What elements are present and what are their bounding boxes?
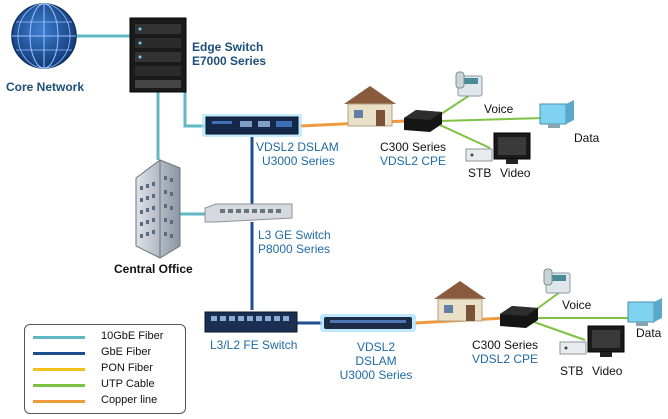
dslam-top-label-2: U3000 Series <box>262 154 335 168</box>
legend-item: PON Fiber <box>25 361 185 377</box>
legend: 10GbE Fiber GbE Fiber PON Fiber UTP Cabl… <box>24 324 186 414</box>
central-office-label: Central Office <box>114 262 193 276</box>
cpe-bottom-label-2: VDSL2 CPE <box>472 352 539 366</box>
edge-switch-label-2: E7000 Series <box>192 54 267 68</box>
legend-swatch <box>33 384 85 387</box>
stb-bottom-label: STB <box>560 364 584 378</box>
globe-icon <box>11 3 77 69</box>
stb-bottom-icon <box>559 341 587 355</box>
data-top-label: Data <box>574 131 600 145</box>
phone-top-icon <box>455 71 483 97</box>
dslam-bottom-label-3: U3000 Series <box>339 368 413 382</box>
dslam-bottom-icon <box>320 314 416 332</box>
core-network-label: Core Network <box>6 80 85 94</box>
pc-bottom-icon <box>627 298 662 326</box>
legend-item: Copper line <box>25 393 185 409</box>
legend-swatch <box>33 336 85 339</box>
edge-switch-icon <box>129 17 187 93</box>
utp-top-data <box>439 117 546 122</box>
edge-switch-label-1: Edge Switch <box>192 40 264 54</box>
legend-label: PON Fiber <box>101 362 153 374</box>
tv-top-icon <box>493 132 531 164</box>
legend-item: 10GbE Fiber <box>25 329 185 345</box>
video-bottom-label: Video <box>592 364 623 378</box>
dslam-bottom-label-1: VDSL2 <box>356 340 396 354</box>
voice-bottom-label: Voice <box>562 298 592 312</box>
legend-label: 10GbE Fiber <box>101 330 164 342</box>
tv-bottom-icon <box>587 325 625 357</box>
utp-bot-stb <box>533 321 586 341</box>
building-icon <box>135 159 181 259</box>
dslam-top-icon <box>202 114 302 137</box>
cpe-bottom-icon <box>500 306 538 328</box>
l3-switch-icon <box>204 203 293 223</box>
video-top-label: Video <box>500 166 531 180</box>
l3-switch-label-2: P8000 Series <box>258 242 331 256</box>
dslam-top-label-1: VDSL2 DSLAM <box>256 140 339 154</box>
link-edge-dslam <box>183 92 205 128</box>
legend-label: UTP Cable <box>101 378 155 390</box>
phone-bottom-icon <box>543 268 571 294</box>
legend-swatch <box>33 352 85 355</box>
l3l2-switch-label: L3/L2 FE Switch <box>210 338 298 352</box>
legend-item: UTP Cable <box>25 377 185 393</box>
cpe-top-label-2: VDSL2 CPE <box>380 154 447 168</box>
house-bottom-icon <box>434 281 486 322</box>
data-bottom-label: Data <box>636 326 662 340</box>
legend-swatch <box>33 400 85 403</box>
legend-swatch <box>33 368 85 371</box>
l3-switch-label-1: L3 GE Switch <box>258 228 331 242</box>
cpe-bottom-label-1: C300 Series <box>472 338 539 352</box>
l3l2-switch-icon <box>204 311 298 333</box>
cpe-top-icon <box>404 110 442 132</box>
voice-top-label: Voice <box>484 102 514 116</box>
stb-top-icon <box>465 148 493 162</box>
utp-top-stb <box>439 124 491 149</box>
house-top-icon <box>344 86 396 127</box>
legend-label: Copper line <box>101 394 158 406</box>
cpe-top-label-1: C300 Series <box>380 140 447 154</box>
legend-item: GbE Fiber <box>25 345 185 361</box>
dslam-bottom-label-2: DSLAM <box>355 354 397 368</box>
pc-top-icon <box>539 100 574 128</box>
legend-label: GbE Fiber <box>101 346 152 358</box>
stb-top-label: STB <box>468 166 492 180</box>
